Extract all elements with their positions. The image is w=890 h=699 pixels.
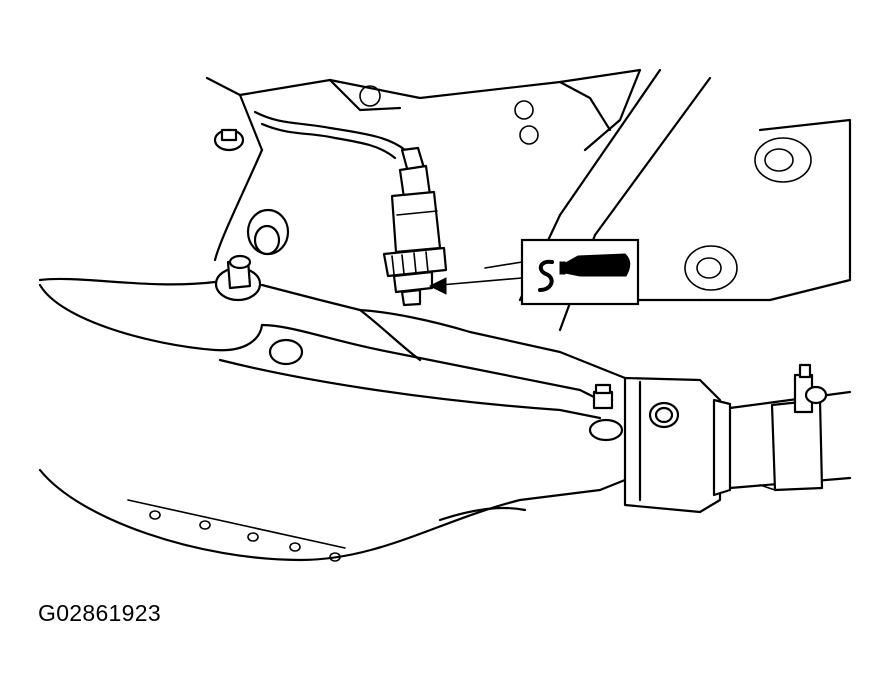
engine-block-outline <box>205 68 642 152</box>
exhaust-manifold-flange <box>213 128 304 366</box>
figure-id-label: G02861923 <box>38 600 161 626</box>
oxygen-sensor-icon <box>382 146 448 307</box>
anti-seize-compound-icon <box>520 238 640 306</box>
exhaust-pipe <box>38 148 627 562</box>
pipe-flange-joint <box>588 376 732 514</box>
sensor-wire <box>253 110 407 160</box>
heat-shield <box>127 499 346 562</box>
tailpipe-clamp <box>728 363 852 492</box>
callout-arrow <box>428 261 523 295</box>
